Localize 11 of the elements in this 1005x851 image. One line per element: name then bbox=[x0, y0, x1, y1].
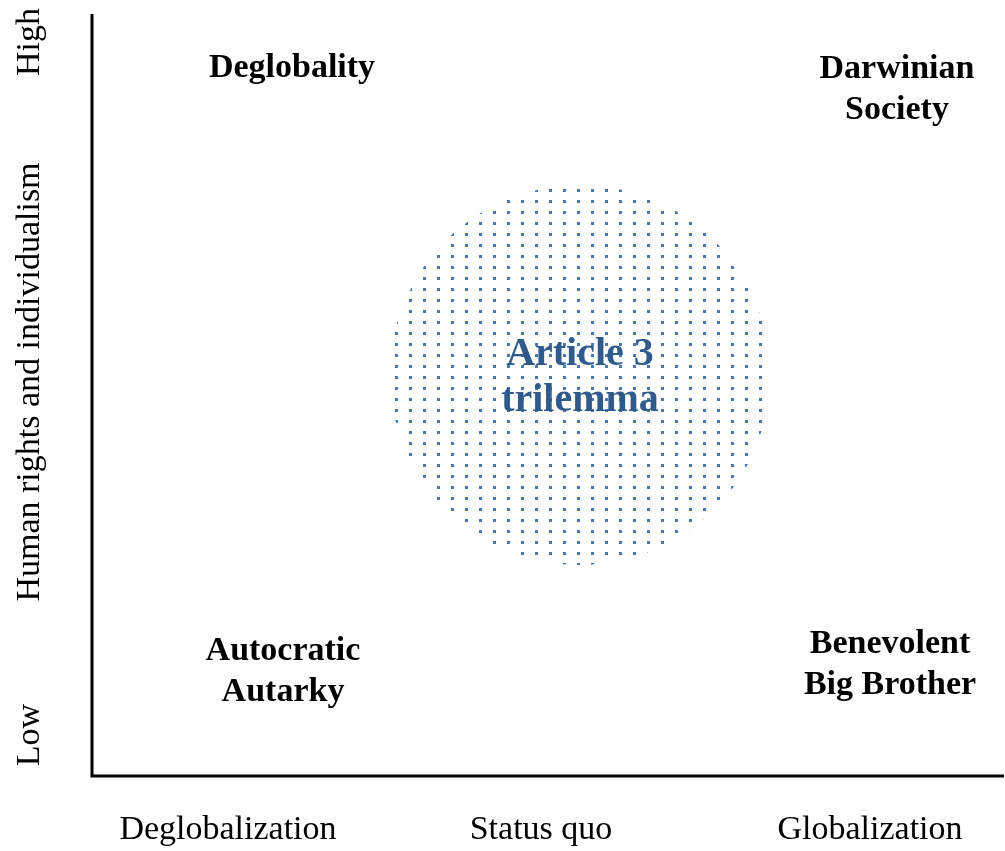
axis-tick-label: Deglobalization bbox=[119, 807, 337, 848]
quadrant-label: Deglobality bbox=[207, 45, 377, 86]
quadrant-label: Darwinian Society bbox=[818, 47, 976, 128]
axis-tick-label: Low bbox=[7, 703, 47, 767]
axis-tick-label: Status quo bbox=[469, 807, 613, 848]
axis-title: Human rights and individualism bbox=[7, 162, 47, 602]
quadrant-label: Benevolent Big Brother bbox=[802, 622, 978, 703]
quadrant-label: Autocratic Autarky bbox=[204, 629, 362, 710]
axis-tick-label: Globalization bbox=[777, 807, 963, 848]
circle-label: Article 3 trilemma bbox=[500, 329, 660, 421]
axis-tick-label: High bbox=[7, 8, 47, 76]
